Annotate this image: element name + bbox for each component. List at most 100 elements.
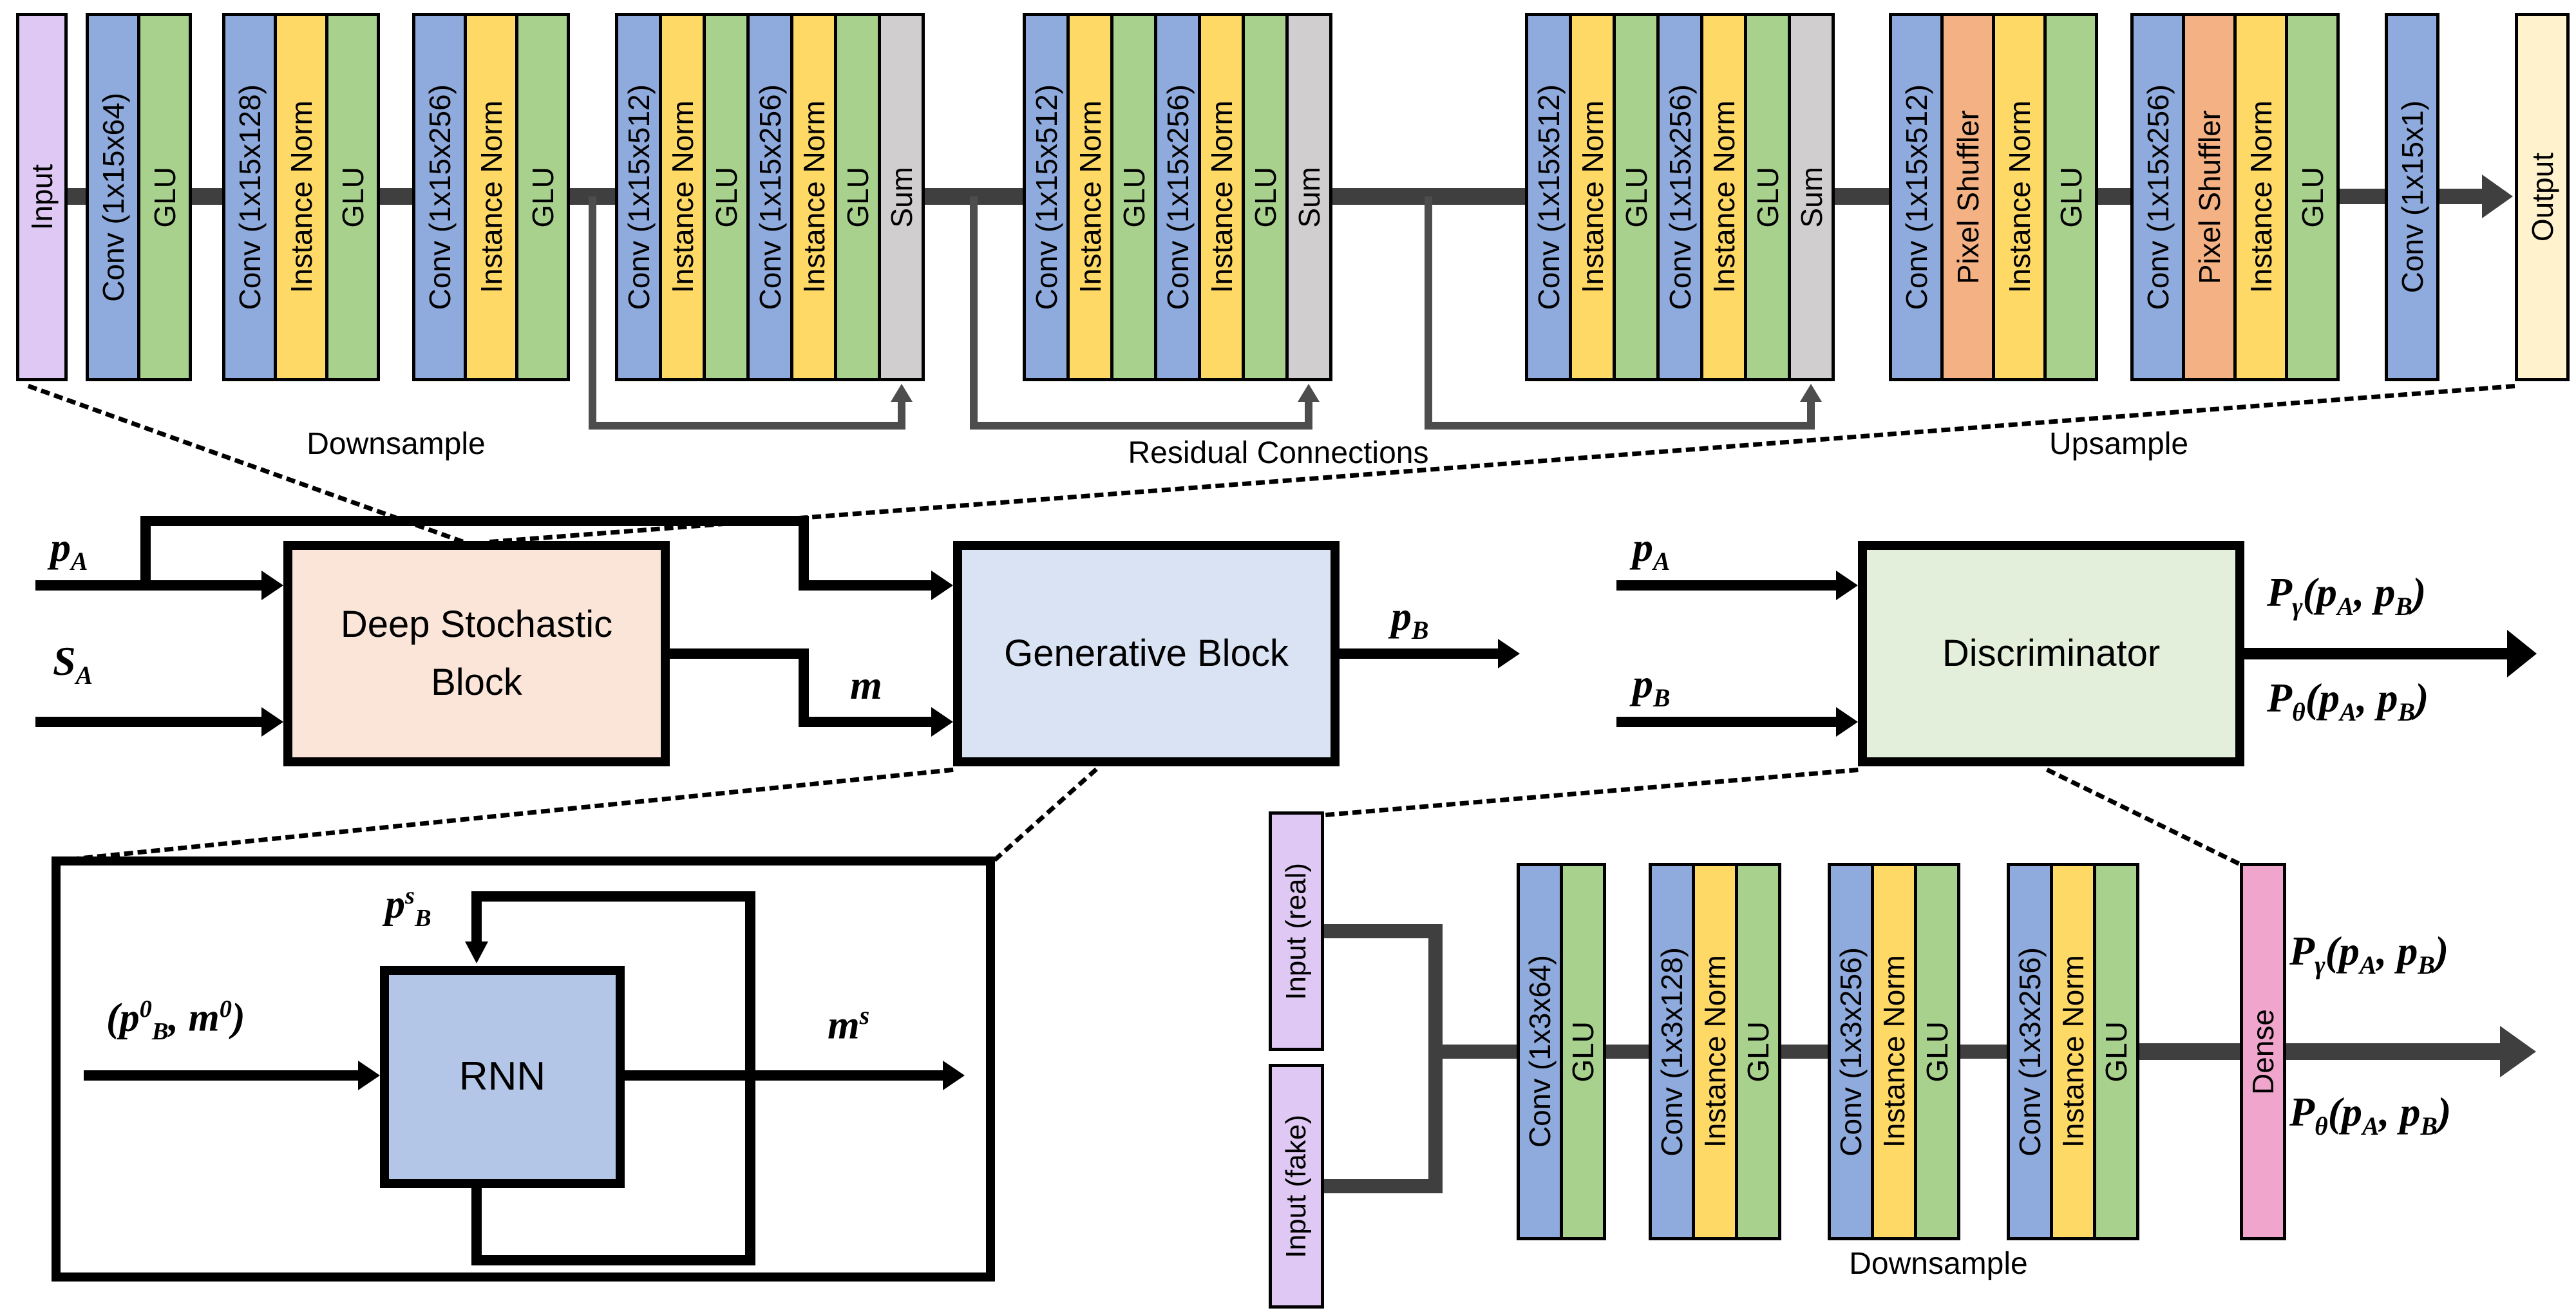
layer-bar: GLU — [1613, 13, 1660, 381]
discriminator-block: Discriminator — [1858, 541, 2244, 766]
deep-stochastic-block: Deep Stochastic Block — [283, 541, 670, 766]
layer-bar-label: Conv (1x3x256) — [1834, 947, 1868, 1157]
layer-group-down-1: Conv (1x15x64)GLU — [86, 13, 192, 381]
rnn-state-label: psB — [385, 882, 431, 932]
m-arrow-head — [931, 707, 953, 737]
layer-bar-label: Instance Norm — [2002, 100, 2036, 294]
layer-bar-label: GLU — [2054, 166, 2088, 228]
layer-bar-label: GLU — [1750, 166, 1785, 228]
layer-group-d-down-1: Conv (1x3x64) GLU — [1517, 863, 1606, 1240]
layer-bar: Instance Norm — [2050, 863, 2096, 1240]
layer-bar: GLU — [703, 13, 750, 381]
layer-bar-label: GLU — [1566, 1021, 1600, 1083]
connector — [377, 188, 415, 205]
disc-out-arrow-head — [2507, 630, 2537, 677]
rnn-loop-bottom — [471, 1255, 755, 1265]
skip-arrow-head-3 — [1800, 384, 1822, 402]
disc-pA-arrow-head — [1836, 571, 1858, 600]
layer-bar: GLU — [2093, 863, 2139, 1240]
layer-bar-label: Conv (1x15x128) — [232, 84, 267, 310]
layer-bar-label: Pixel Shuffler — [1951, 109, 1985, 285]
disc-out-top-label: Pγ(pA, pB) — [2267, 569, 2427, 621]
pA-branch-top — [140, 516, 809, 526]
layer-bar-label: Conv (1x15x512) — [621, 84, 656, 310]
layer-bar: Conv (1x15x512) — [1525, 13, 1572, 381]
layer-bar-label: GLU — [2099, 1021, 2133, 1083]
layer-bar-label: GLU — [1741, 1021, 1775, 1083]
layer-bar-label: GLU — [1248, 166, 1282, 228]
layer-bar-label: Sum — [1292, 166, 1326, 228]
layer-bar: GLU — [1744, 13, 1791, 381]
layer-bar: Conv (1x15x256) — [1154, 13, 1201, 381]
layer-bar: Conv (1x15x256) — [1656, 13, 1703, 381]
layer-bar: Conv (1x3x128) — [1649, 863, 1695, 1240]
layer-bar-label: Conv (1x15x256) — [1160, 84, 1195, 310]
m-line-3 — [809, 717, 931, 727]
layer-bar-label: GLU — [2295, 166, 2329, 228]
downsample-label: Downsample — [307, 427, 486, 461]
SA-line — [35, 717, 261, 727]
disc-detail-arrow-head — [2500, 1026, 2536, 1077]
pB-out-arrow-head — [1498, 639, 1520, 668]
layer-bar-label: Conv (1x3x64) — [1523, 955, 1557, 1148]
merge-real-line — [1324, 924, 1443, 938]
layer-group-d-down-3: Conv (1x3x256) Instance Norm GLU — [1828, 863, 1960, 1240]
layer-group-final-conv: Conv (1x15x1) — [2385, 13, 2439, 381]
skip-line-drop-2 — [970, 196, 978, 430]
layer-bar: GLU — [325, 13, 380, 381]
layer-bar: Instance Norm — [464, 13, 518, 381]
layer-bar: Conv (1x15x128) — [222, 13, 277, 381]
layer-bar-label: GLU — [336, 166, 370, 228]
layer-bar: Instance Norm — [659, 13, 706, 381]
layer-bar-label: GLU — [1117, 166, 1151, 228]
connector — [2095, 188, 2134, 205]
layer-bar: GLU — [1242, 13, 1289, 381]
pA-branch-arrow-head — [931, 571, 953, 600]
dense-group: Dense — [2240, 863, 2286, 1240]
disc-input-real-label: Input (real) — [1280, 862, 1312, 1000]
disc-input-fake-label: Input (fake) — [1280, 1114, 1312, 1258]
disc-out-shaft — [2244, 648, 2510, 659]
layer-bar-label: Instance Norm — [665, 100, 699, 294]
dashed-link-gb-to-rnnbox-left — [57, 767, 954, 863]
layer-bar-label: Instance Norm — [1877, 955, 1911, 1148]
layer-bar-label: GLU — [1920, 1021, 1954, 1083]
skip-line-run-1 — [589, 422, 905, 430]
disc-input-real-group: Input (real) — [1269, 811, 1324, 1051]
pA-input-label: pA — [50, 524, 88, 576]
deep-stochastic-block-title: Deep Stochastic Block — [340, 603, 613, 703]
rnn-block-title: RNN — [459, 1054, 546, 1099]
skip-line-run-3 — [1425, 422, 1815, 430]
dashed-link-gb-to-rnnbox-right — [993, 767, 1098, 862]
layer-bar-label: Conv (1x15x256) — [2141, 84, 2175, 310]
rnn-output-line — [625, 1070, 943, 1081]
layer-bar: Instance Norm — [274, 13, 328, 381]
skip-line-rise-2 — [1305, 399, 1312, 425]
layer-bar: GLU — [2285, 13, 2340, 381]
disc-input-fake-bar: Input (fake) — [1269, 1064, 1324, 1309]
layer-bar: Conv (1x15x64) — [86, 13, 140, 381]
layer-bar-label: GLU — [147, 166, 182, 228]
layer-bar: Instance Norm — [1992, 13, 2047, 381]
pB-out-line — [1340, 648, 1498, 659]
layer-bar-label: Conv (1x15x256) — [753, 84, 787, 310]
layer-bar: Conv (1x3x256) — [2007, 863, 2053, 1240]
skip-line-rise-1 — [898, 399, 905, 425]
layer-bar-label: GLU — [1619, 166, 1653, 228]
connector — [64, 188, 89, 205]
layer-bar-label: Output — [2525, 152, 2559, 242]
layer-bar-label: GLU — [840, 166, 875, 228]
layer-bar-label: Conv (1x3x128) — [1655, 947, 1689, 1157]
discriminator-block-title: Discriminator — [1942, 632, 2161, 675]
rnn-input-arrow-head — [358, 1061, 380, 1090]
layer-bar: GLU — [1560, 863, 1606, 1240]
disc-pB-label: pB — [1633, 661, 1671, 712]
rnn-loop-left-down — [471, 891, 482, 943]
layer-bar-label: Input — [25, 164, 59, 231]
pA-branch-up — [140, 516, 151, 591]
